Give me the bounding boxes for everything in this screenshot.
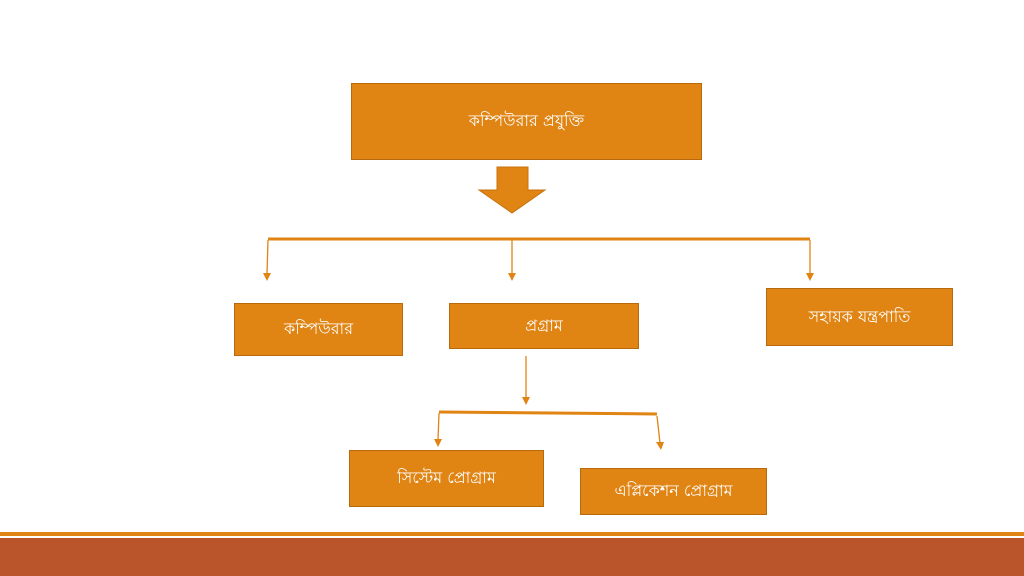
arrow-to-program [508, 240, 516, 281]
arrow-to-computer [263, 239, 271, 281]
node-system-program-label: সিস্টেম প্রোগ্রাম [397, 468, 496, 487]
footer-bar [0, 538, 1024, 576]
node-computer: কম্পিউরার [234, 303, 403, 356]
arrow-to-application-program [656, 415, 664, 450]
arrow-to-system-program [434, 412, 442, 447]
block-down-arrow [477, 166, 547, 214]
level2-horizontal-line [438, 410, 658, 416]
node-computer-label: কম্পিউরার [283, 319, 353, 338]
node-peripheral-label: সহায়ক যন্ত্রপাতি [808, 306, 911, 326]
node-application-program-label: এপ্লিকেশন প্রোগ্রাম [614, 481, 733, 500]
node-system-program: সিস্টেম প্রোগ্রাম [349, 450, 544, 507]
node-peripheral-devices: সহায়ক যন্ত্রপাতি [766, 288, 953, 346]
node-application-program: এপ্লিকেশন প্রোগ্রাম [580, 468, 767, 515]
footer-accent-line [0, 532, 1024, 536]
root-node-label: কম্পিউরার প্রযুক্তি [468, 111, 585, 130]
node-program: প্রগ্রাম [449, 303, 639, 349]
arrow-program-down [522, 356, 530, 405]
node-program-label: প্রগ্রাম [525, 315, 563, 335]
root-node-computer-technology: কম্পিউরার প্রযুক্তি [351, 83, 702, 160]
arrow-to-peripheral [806, 240, 814, 281]
